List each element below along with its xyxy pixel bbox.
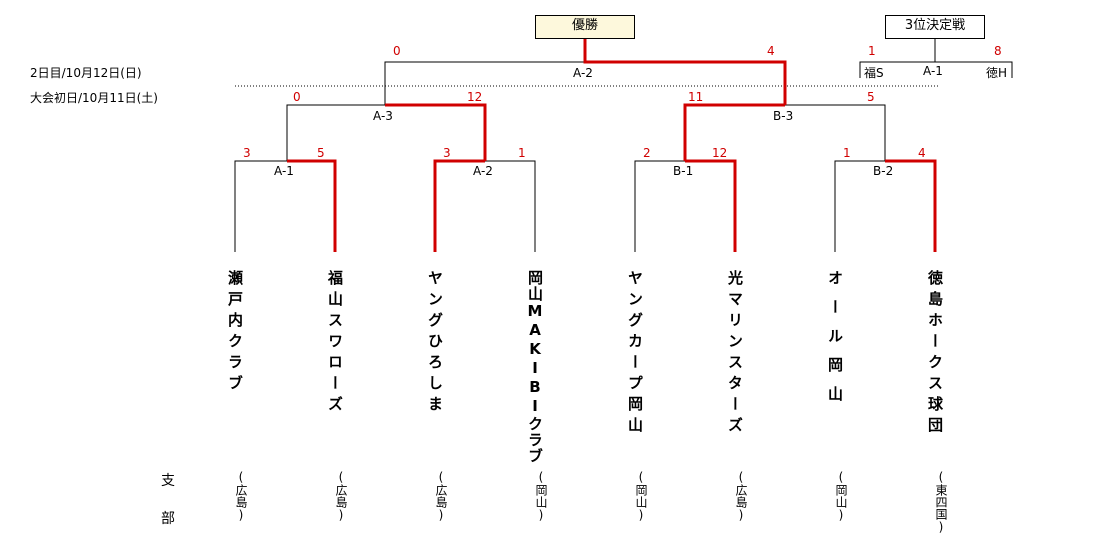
b2-left-line xyxy=(834,160,885,252)
semi-b-right-line xyxy=(785,104,886,161)
semi-a-win-line xyxy=(385,103,487,161)
team-branch: (岡山) xyxy=(534,470,548,522)
team-name: オール岡山 xyxy=(826,270,844,415)
team-name: 瀬戸内クラブ xyxy=(226,270,244,396)
team-name: ヤングひろしま xyxy=(426,270,444,417)
team-name: 岡山MAKIBIクラブ xyxy=(526,270,544,464)
branch-header-char2: 部 xyxy=(161,511,175,527)
final-win-line xyxy=(583,38,787,105)
semi-b-win-line xyxy=(683,103,785,161)
b1-label: B-1 xyxy=(673,164,694,178)
b2-win-line xyxy=(885,159,937,252)
a2-win-line xyxy=(433,159,485,252)
third-right-team: 徳H xyxy=(986,66,1008,80)
a2-right-score: 1 xyxy=(518,146,526,160)
b2-left-score: 1 xyxy=(843,146,851,160)
team-branch: (広島) xyxy=(334,470,348,522)
a1-left-line xyxy=(234,160,287,252)
team-name: 徳島ホークス球団 xyxy=(926,270,944,438)
third-label: A-1 xyxy=(923,64,943,78)
semi-a-label: A-3 xyxy=(373,109,393,123)
b1-left-score: 2 xyxy=(643,146,651,160)
b1-win-line xyxy=(685,159,737,252)
semi-b-right-score: 5 xyxy=(867,90,875,104)
team-name: 光マリンスターズ xyxy=(726,270,744,438)
team-branch: (岡山) xyxy=(634,470,648,522)
third-place-box: 3位決定戦 xyxy=(885,15,985,39)
team-branch: (広島) xyxy=(734,470,748,522)
team-name: ヤングカープ岡山 xyxy=(626,270,644,438)
b1-right-score: 12 xyxy=(712,146,728,160)
semi-b-label: B-3 xyxy=(773,109,794,123)
semi-b-left-score: 11 xyxy=(688,90,704,104)
third-left-team: 福S xyxy=(864,66,884,80)
champion-box: 優勝 xyxy=(535,15,635,39)
champion-label: 優勝 xyxy=(571,18,598,33)
semi-a-left-line xyxy=(286,104,385,161)
a1-label: A-1 xyxy=(274,164,294,178)
final-left-score: 0 xyxy=(393,44,401,58)
semi-a-right-score: 12 xyxy=(467,90,483,104)
third-place-label: 3位決定戦 xyxy=(904,18,966,33)
branch-header-char1: 支 xyxy=(161,473,175,489)
team-branch: (東四国) xyxy=(934,470,948,534)
team-branch: (広島) xyxy=(434,470,448,522)
b2-label: B-2 xyxy=(873,164,894,178)
third-right-score: 8 xyxy=(994,44,1002,58)
team-branch: (広島) xyxy=(234,470,248,522)
b2-right-score: 4 xyxy=(918,146,926,160)
a2-left-score: 3 xyxy=(443,146,451,160)
day2-label: 2日目/10月12日(日) xyxy=(30,66,142,80)
final-left-line xyxy=(384,61,585,105)
team-name: 福山スワローズ xyxy=(326,270,344,417)
third-left-score: 1 xyxy=(868,44,876,58)
a1-right-score: 5 xyxy=(317,146,325,160)
b1-left-line xyxy=(634,160,685,252)
third-place-bracket xyxy=(859,61,1013,78)
a2-right-line xyxy=(485,160,536,252)
final-right-score: 4 xyxy=(767,44,775,58)
day1-label: 大会初日/10月11日(土) xyxy=(30,91,158,105)
a1-left-score: 3 xyxy=(243,146,251,160)
semi-a-left-score: 0 xyxy=(293,90,301,104)
a2-label: A-2 xyxy=(473,164,493,178)
final-label: A-2 xyxy=(573,66,593,80)
a1-win-line xyxy=(287,159,337,252)
team-branch: (岡山) xyxy=(834,470,848,522)
